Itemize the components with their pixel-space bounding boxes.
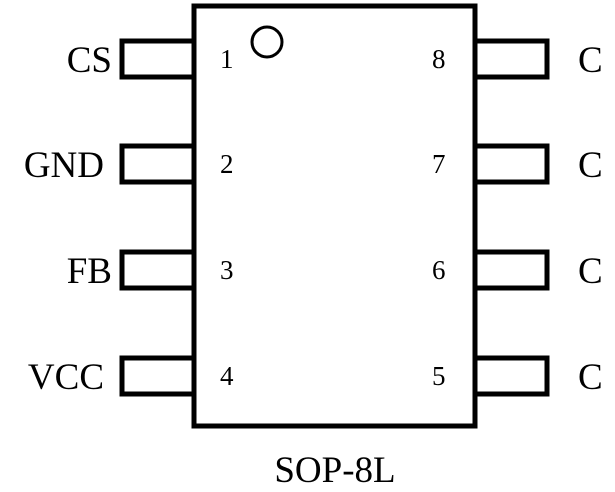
pin-name-4: VCC (28, 357, 104, 398)
pin-name-5: C (578, 357, 603, 398)
pin-number-4: 4 (220, 361, 234, 391)
pin-name-7: C (578, 145, 603, 186)
pin-name-1: CS (67, 40, 112, 81)
pin-leg-7 (472, 143, 550, 185)
pin-leg-4 (119, 355, 197, 397)
pin-number-8: 8 (432, 44, 446, 74)
pin-leg-6 (472, 249, 550, 291)
pin-leg-5 (472, 355, 550, 397)
pin-leg-1 (119, 38, 197, 80)
pin-number-3: 3 (220, 255, 234, 285)
pin-number-1: 1 (220, 44, 234, 74)
pin-name-8: C (578, 40, 603, 81)
pin-leg-8 (472, 38, 550, 80)
pin-name-2: GND (24, 145, 104, 186)
pin-number-2: 2 (220, 149, 234, 179)
pin-name-3: FB (67, 251, 112, 292)
pin-number-5: 5 (432, 361, 446, 391)
ic-body (191, 3, 478, 429)
pin-number-6: 6 (432, 255, 446, 285)
pin-number-7: 7 (432, 149, 446, 179)
pin-name-6: C (578, 251, 603, 292)
pin-leg-3 (119, 249, 197, 291)
pin1-marker-dot (250, 25, 284, 59)
package-label: SOP-8L (274, 450, 395, 491)
pin-leg-2 (119, 143, 197, 185)
